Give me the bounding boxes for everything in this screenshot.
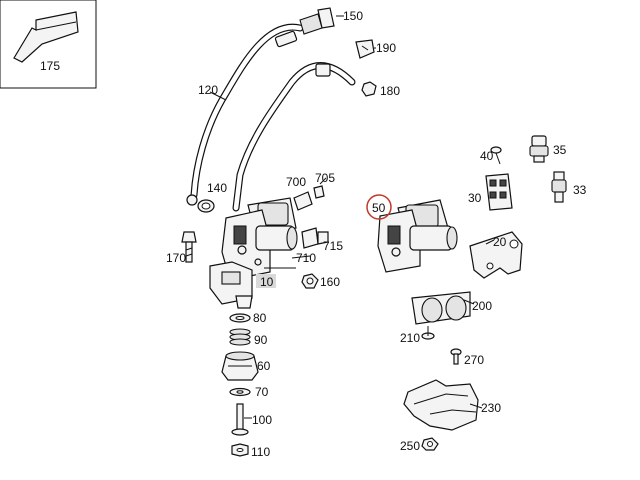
label-90: 90 [254, 333, 268, 347]
label-250: 250 [400, 439, 420, 453]
pipe-120: 120 [186, 23, 304, 206]
label-140: 140 [207, 181, 227, 195]
inset-box-175: 175 [0, 0, 97, 89]
sensor-33: 33 [551, 171, 587, 203]
nut-160: 160 [301, 273, 340, 289]
label-70: 70 [255, 385, 269, 399]
fitting-710: 710 [291, 251, 316, 265]
washer-80: 80 [229, 311, 267, 325]
label-120: 120 [198, 83, 218, 97]
label-200: 200 [472, 299, 492, 313]
mount-60: 60 [221, 351, 271, 381]
label-60: 60 [257, 359, 271, 373]
highlight-box-10 [256, 274, 276, 288]
nut-250: 250 [400, 437, 439, 453]
label-160: 160 [320, 275, 340, 289]
label-170: 170 [166, 251, 186, 265]
washer-70: 70 [229, 385, 269, 399]
pipe-main [232, 30, 356, 212]
label-710: 710 [296, 251, 316, 265]
label-50: 50 [372, 201, 386, 215]
label-705: 705 [315, 171, 335, 185]
label-80: 80 [253, 311, 267, 325]
bracket-200: 200 [411, 291, 492, 325]
label-190: 190 [376, 41, 396, 55]
label-700: 700 [286, 175, 306, 189]
fitting-705: 705 [313, 171, 335, 199]
label-35: 35 [553, 143, 567, 157]
label-150: 150 [343, 9, 363, 23]
compressor-unit-10 [209, 197, 298, 309]
screw-40: 40 [480, 146, 502, 165]
label-20: 20 [493, 235, 507, 249]
bolt-210: 210 [400, 326, 435, 345]
valve-715: 715 [301, 227, 343, 253]
cover-230: 230 [403, 379, 501, 431]
bolt-180: 180 [361, 81, 400, 98]
label-175: 175 [40, 59, 60, 73]
label-210: 210 [400, 331, 420, 345]
label-40: 40 [480, 149, 494, 163]
bolt-170: 170 [166, 231, 197, 265]
highlight-circle-50 [366, 194, 392, 220]
label-10: 10 [260, 275, 274, 289]
label-180: 180 [380, 84, 400, 98]
relay-30: 30 [468, 173, 513, 211]
bolt-100: 100 [231, 403, 272, 436]
label-100: 100 [252, 413, 272, 427]
clamp-140: 140 [197, 181, 227, 213]
clip-190: 190 [355, 39, 396, 59]
compressor-unit-50 [377, 199, 458, 273]
label-110: 110 [251, 445, 270, 459]
label-230: 230 [481, 401, 501, 415]
bolt-270: 270 [450, 348, 484, 367]
fitting-35: 35 [529, 135, 567, 163]
label-270: 270 [464, 353, 484, 367]
bracket-20: 20 [469, 231, 523, 279]
spring-90: 90 [229, 328, 268, 347]
label-715: 715 [323, 239, 343, 253]
label-30: 30 [468, 191, 482, 205]
connector-700: 700 [286, 175, 313, 211]
clip-150: 150 [299, 7, 363, 35]
label-33: 33 [573, 183, 587, 197]
nut-110: 110 [231, 443, 270, 459]
